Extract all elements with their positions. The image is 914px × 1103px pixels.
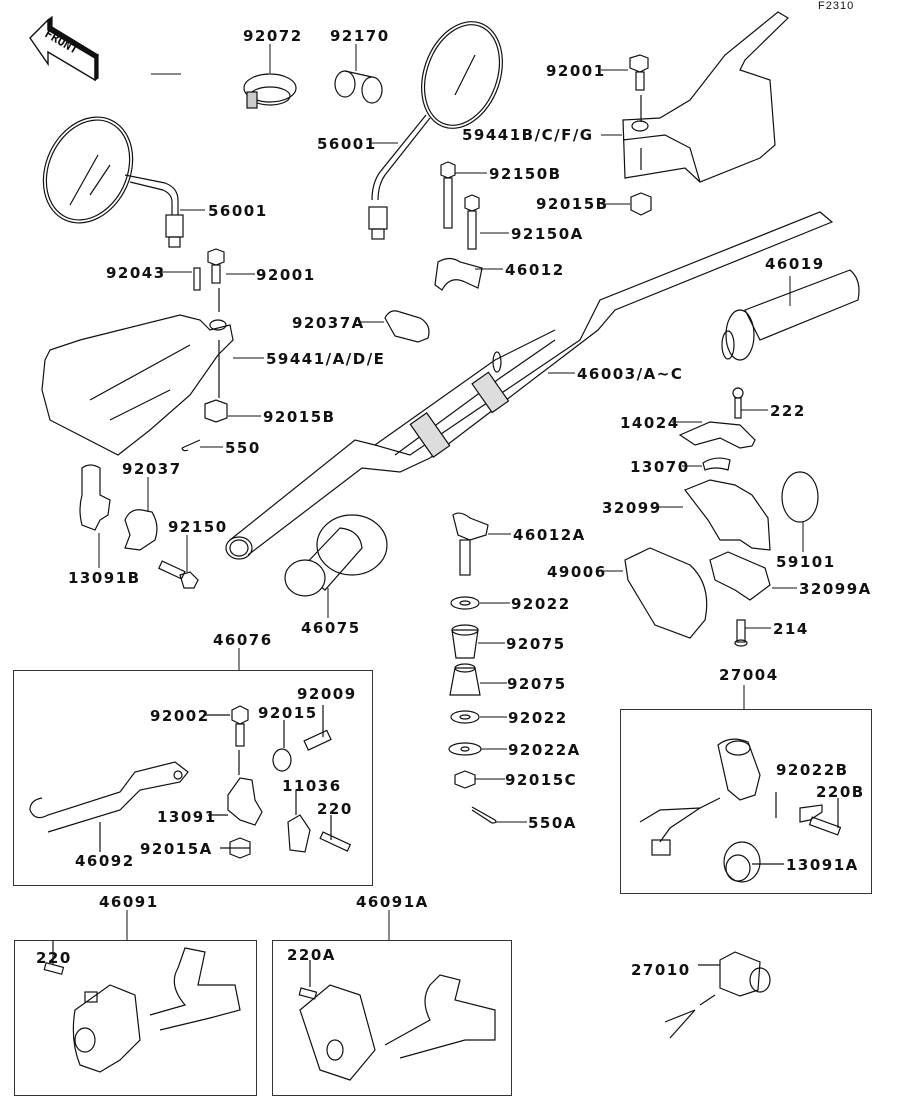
part-32099-housing bbox=[684, 479, 771, 551]
part-49006-cover bbox=[624, 547, 708, 639]
label-46076[interactable]: 46076 bbox=[213, 631, 273, 649]
label-92015[interactable]: 92015 bbox=[258, 704, 318, 722]
right-mirror bbox=[368, 21, 503, 240]
switch-46091-drawing bbox=[43, 940, 496, 1081]
label-92001-left[interactable]: 92001 bbox=[256, 266, 316, 284]
label-32099A[interactable]: 32099A bbox=[799, 580, 872, 598]
label-13091[interactable]: 13091 bbox=[157, 808, 217, 826]
label-46003[interactable]: 46003/A~C bbox=[577, 365, 684, 383]
part-92150A-bolt bbox=[464, 194, 480, 250]
label-46091[interactable]: 46091 bbox=[99, 893, 159, 911]
label-92022-2[interactable]: 92022 bbox=[508, 709, 568, 727]
label-59441-b-c-f-g[interactable]: 59441B/C/F/G bbox=[462, 126, 594, 144]
label-220-switch[interactable]: 220 bbox=[36, 949, 72, 967]
label-56001[interactable]: 56001 bbox=[317, 135, 377, 153]
label-220B[interactable]: 220B bbox=[816, 783, 865, 801]
label-46091A[interactable]: 46091A bbox=[356, 893, 429, 911]
label-92150B[interactable]: 92150B bbox=[489, 165, 562, 183]
label-46092[interactable]: 46092 bbox=[75, 852, 135, 870]
part-92001-bolt bbox=[629, 54, 649, 122]
label-92022[interactable]: 92022 bbox=[511, 595, 571, 613]
label-13091B[interactable]: 13091B bbox=[68, 569, 141, 587]
part-46012-holder bbox=[434, 257, 483, 291]
label-550A[interactable]: 550A bbox=[528, 814, 577, 832]
right-handguard bbox=[622, 11, 789, 183]
part-214-screw bbox=[734, 619, 748, 647]
label-92015C[interactable]: 92015C bbox=[505, 771, 578, 789]
part-46019-grip bbox=[721, 269, 860, 361]
part-92037A-clamp bbox=[384, 310, 430, 343]
label-220A[interactable]: 220A bbox=[287, 946, 336, 964]
part-59101-pulley bbox=[781, 471, 819, 523]
label-92022B[interactable]: 92022B bbox=[776, 761, 849, 779]
part-92001-bolt-left bbox=[207, 248, 225, 398]
label-46012A[interactable]: 46012A bbox=[513, 526, 586, 544]
label-92150A[interactable]: 92150A bbox=[511, 225, 584, 243]
label-13070[interactable]: 13070 bbox=[630, 458, 690, 476]
left-handguard bbox=[41, 314, 234, 456]
label-92009[interactable]: 92009 bbox=[297, 685, 357, 703]
label-214[interactable]: 214 bbox=[773, 620, 809, 638]
washer-stack bbox=[448, 596, 497, 824]
label-92043[interactable]: 92043 bbox=[106, 264, 166, 282]
handlebar-46003 bbox=[225, 211, 834, 560]
part-92072-clip bbox=[243, 73, 297, 109]
part-32099A-housing bbox=[709, 551, 771, 601]
front-arrow-icon: FRONT bbox=[29, 15, 99, 82]
label-92072[interactable]: 92072 bbox=[243, 27, 303, 45]
label-92075[interactable]: 92075 bbox=[506, 635, 566, 653]
part-14024-bracket bbox=[678, 421, 756, 449]
label-222[interactable]: 222 bbox=[770, 402, 806, 420]
label-220[interactable]: 220 bbox=[317, 800, 353, 818]
left-mirror bbox=[42, 116, 184, 248]
assembly-box-46091 bbox=[14, 940, 257, 1096]
label-56001-left[interactable]: 56001 bbox=[208, 202, 268, 220]
switch-27010-drawing bbox=[664, 951, 771, 1039]
label-27004[interactable]: 27004 bbox=[719, 666, 779, 684]
switch-27004-drawing bbox=[639, 738, 842, 883]
label-59441-a-d-e[interactable]: 59441/A/D/E bbox=[266, 350, 386, 368]
part-550-cotter-pin bbox=[181, 439, 201, 452]
label-59101[interactable]: 59101 bbox=[776, 553, 836, 571]
label-92037A[interactable]: 92037A bbox=[292, 314, 365, 332]
figure-id: F2310 bbox=[818, 0, 855, 12]
part-46075-grip bbox=[284, 514, 388, 597]
label-14024[interactable]: 14024 bbox=[620, 414, 680, 432]
label-92037[interactable]: 92037 bbox=[122, 460, 182, 478]
label-92001[interactable]: 92001 bbox=[546, 62, 606, 80]
part-222-screw bbox=[732, 387, 744, 419]
part-92043-pin bbox=[193, 267, 201, 291]
label-92015A[interactable]: 92015A bbox=[140, 840, 213, 858]
label-49006[interactable]: 49006 bbox=[547, 563, 607, 581]
label-92015B[interactable]: 92015B bbox=[536, 195, 609, 213]
label-92015B-left[interactable]: 92015B bbox=[263, 408, 336, 426]
assembly-box-46076 bbox=[13, 670, 373, 886]
part-92150B-bolt bbox=[440, 161, 456, 229]
part-46012A-holder bbox=[452, 512, 489, 576]
label-13091A[interactable]: 13091A bbox=[786, 856, 859, 874]
label-27010[interactable]: 27010 bbox=[631, 961, 691, 979]
assembly-box-27004 bbox=[620, 709, 872, 894]
part-92150-bolt bbox=[158, 560, 199, 589]
label-92022A[interactable]: 92022A bbox=[508, 741, 581, 759]
label-92150[interactable]: 92150 bbox=[168, 518, 228, 536]
label-550[interactable]: 550 bbox=[225, 439, 261, 457]
label-92170[interactable]: 92170 bbox=[330, 27, 390, 45]
part-92015B-nut bbox=[630, 192, 652, 216]
label-92075-2[interactable]: 92075 bbox=[507, 675, 567, 693]
label-11036[interactable]: 11036 bbox=[282, 777, 342, 795]
label-46012[interactable]: 46012 bbox=[505, 261, 565, 279]
label-32099[interactable]: 32099 bbox=[602, 499, 662, 517]
part-13070-ring bbox=[702, 457, 731, 471]
label-46019[interactable]: 46019 bbox=[765, 255, 825, 273]
clutch-lever-assembly-drawing bbox=[29, 705, 352, 859]
leader-lines bbox=[98, 44, 804, 940]
part-92037-clamp bbox=[124, 509, 158, 551]
part-13091B-holder bbox=[79, 464, 111, 531]
label-46075[interactable]: 46075 bbox=[301, 619, 361, 637]
part-92170-clamp bbox=[334, 70, 383, 104]
part-92015B-nut-left bbox=[204, 399, 228, 423]
label-92002[interactable]: 92002 bbox=[150, 707, 210, 725]
assembly-box-46091A bbox=[272, 940, 512, 1096]
